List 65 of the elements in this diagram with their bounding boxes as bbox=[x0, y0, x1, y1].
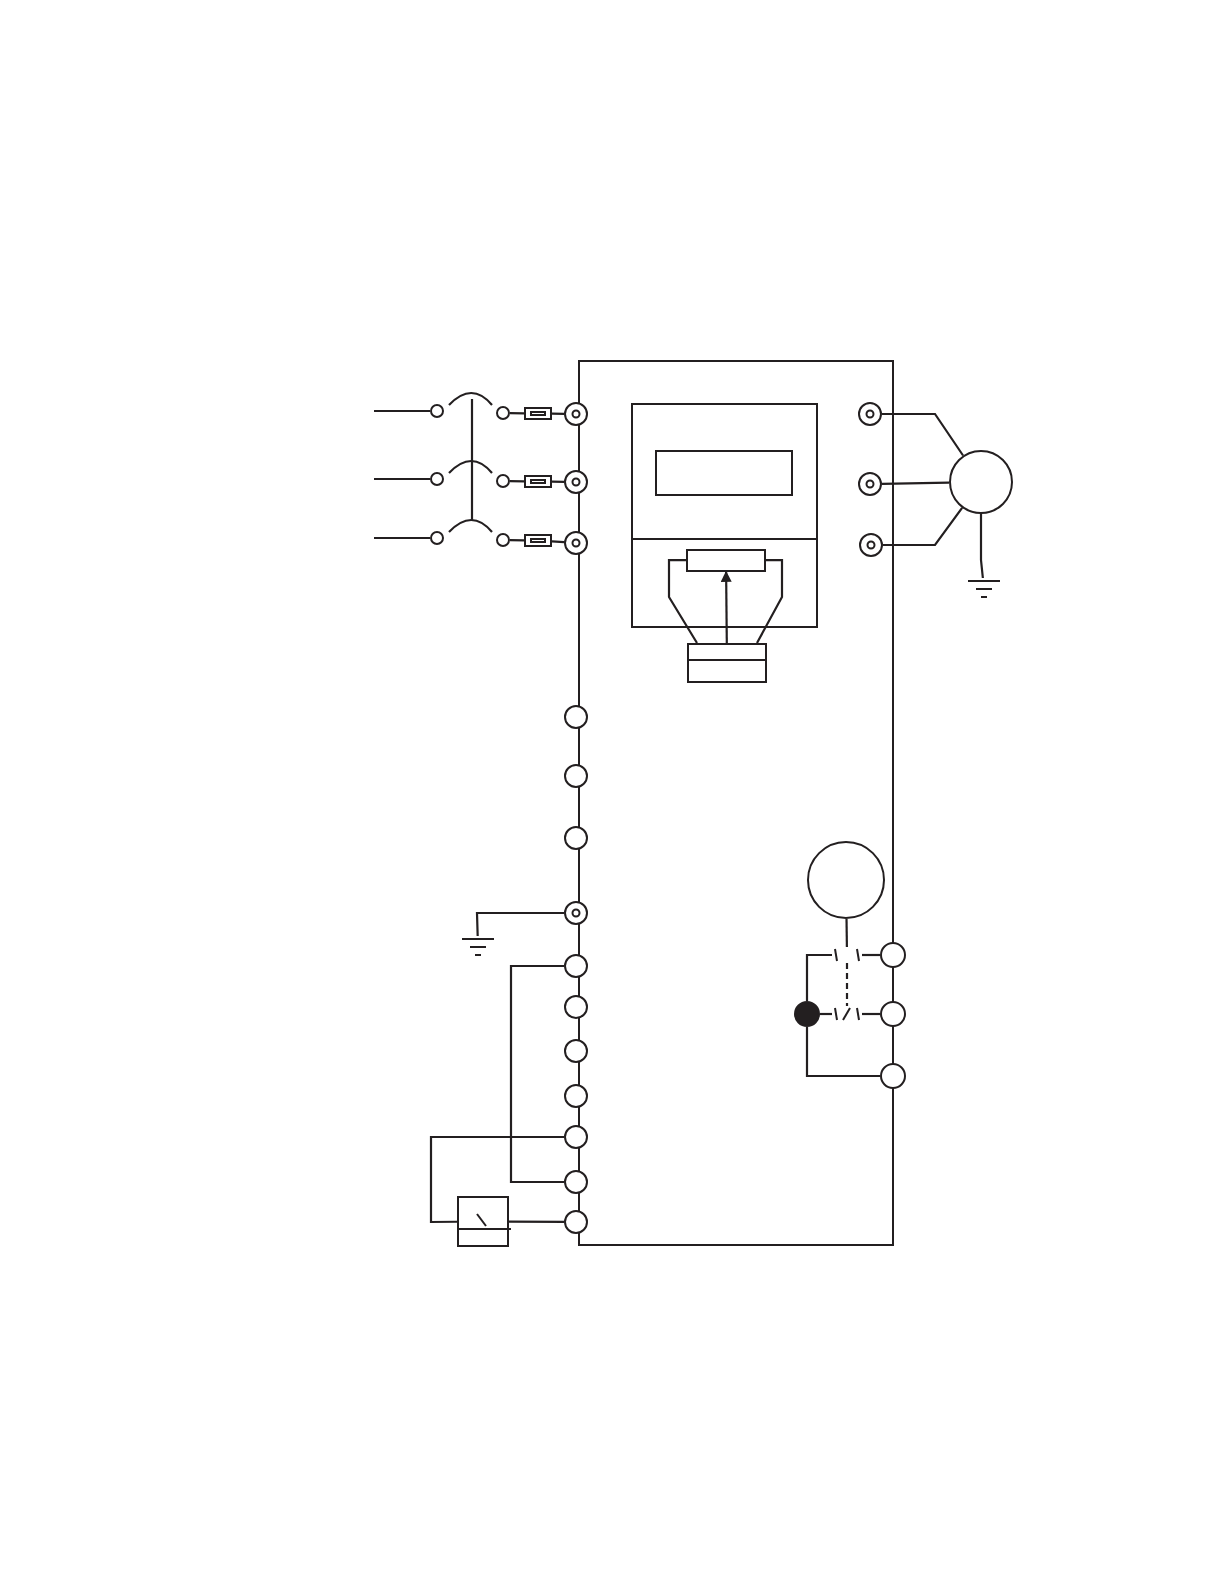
wire bbox=[755, 558, 784, 645]
terminal bbox=[564, 901, 588, 925]
wire bbox=[429, 1135, 564, 1224]
breaker-terminal bbox=[430, 531, 444, 545]
wire bbox=[805, 953, 832, 1001]
wire bbox=[882, 412, 964, 457]
display-window bbox=[655, 450, 793, 496]
relay-contact bbox=[832, 947, 862, 963]
wire bbox=[720, 570, 732, 643]
wire bbox=[552, 412, 564, 415]
terminal bbox=[564, 826, 588, 850]
fuse-symbol bbox=[524, 407, 552, 420]
terminal bbox=[564, 1039, 588, 1063]
terminal bbox=[564, 1170, 588, 1194]
wire bbox=[552, 480, 564, 483]
terminal bbox=[564, 764, 588, 788]
wire bbox=[862, 953, 880, 957]
wire bbox=[374, 536, 430, 540]
wire bbox=[667, 558, 699, 645]
terminal bbox=[564, 531, 588, 555]
wire bbox=[510, 480, 524, 483]
wire bbox=[510, 412, 524, 415]
ground-symbol bbox=[968, 578, 1000, 600]
fuse-symbol bbox=[524, 534, 552, 547]
breaker-terminal bbox=[496, 474, 510, 488]
terminal bbox=[880, 1063, 906, 1089]
terminal bbox=[880, 1001, 906, 1027]
terminal bbox=[564, 1210, 588, 1234]
terminal bbox=[564, 705, 588, 729]
meter-box bbox=[457, 1196, 509, 1247]
breaker-terminal bbox=[430, 404, 444, 418]
wire bbox=[509, 964, 564, 1184]
breaker-terminal bbox=[430, 472, 444, 486]
terminal bbox=[564, 995, 588, 1019]
potentiometer bbox=[686, 549, 766, 572]
ground-symbol bbox=[462, 936, 494, 958]
terminal bbox=[564, 954, 588, 978]
wire bbox=[979, 514, 984, 579]
wire bbox=[845, 919, 848, 947]
wire bbox=[475, 911, 564, 937]
connector-block bbox=[687, 643, 767, 683]
wire bbox=[509, 1220, 564, 1224]
terminal bbox=[858, 472, 882, 496]
wire bbox=[374, 409, 430, 413]
terminal bbox=[880, 942, 906, 968]
wire bbox=[820, 1012, 832, 1016]
terminal bbox=[564, 402, 588, 426]
terminal bbox=[564, 1084, 588, 1108]
wire bbox=[551, 540, 565, 544]
keypad-panel bbox=[631, 403, 818, 628]
wire bbox=[845, 963, 849, 1006]
wire bbox=[883, 507, 963, 547]
wire bbox=[862, 1012, 880, 1016]
terminal bbox=[859, 533, 883, 557]
wire bbox=[510, 539, 524, 542]
fuse-symbol bbox=[524, 475, 552, 488]
wire bbox=[374, 477, 430, 481]
terminal bbox=[858, 402, 882, 426]
wire bbox=[805, 1027, 880, 1078]
breaker-terminal bbox=[496, 533, 510, 547]
relay-contact bbox=[832, 1006, 862, 1022]
wire bbox=[882, 481, 950, 485]
terminal bbox=[564, 470, 588, 494]
terminal bbox=[564, 1125, 588, 1149]
breaker-terminal bbox=[496, 406, 510, 420]
